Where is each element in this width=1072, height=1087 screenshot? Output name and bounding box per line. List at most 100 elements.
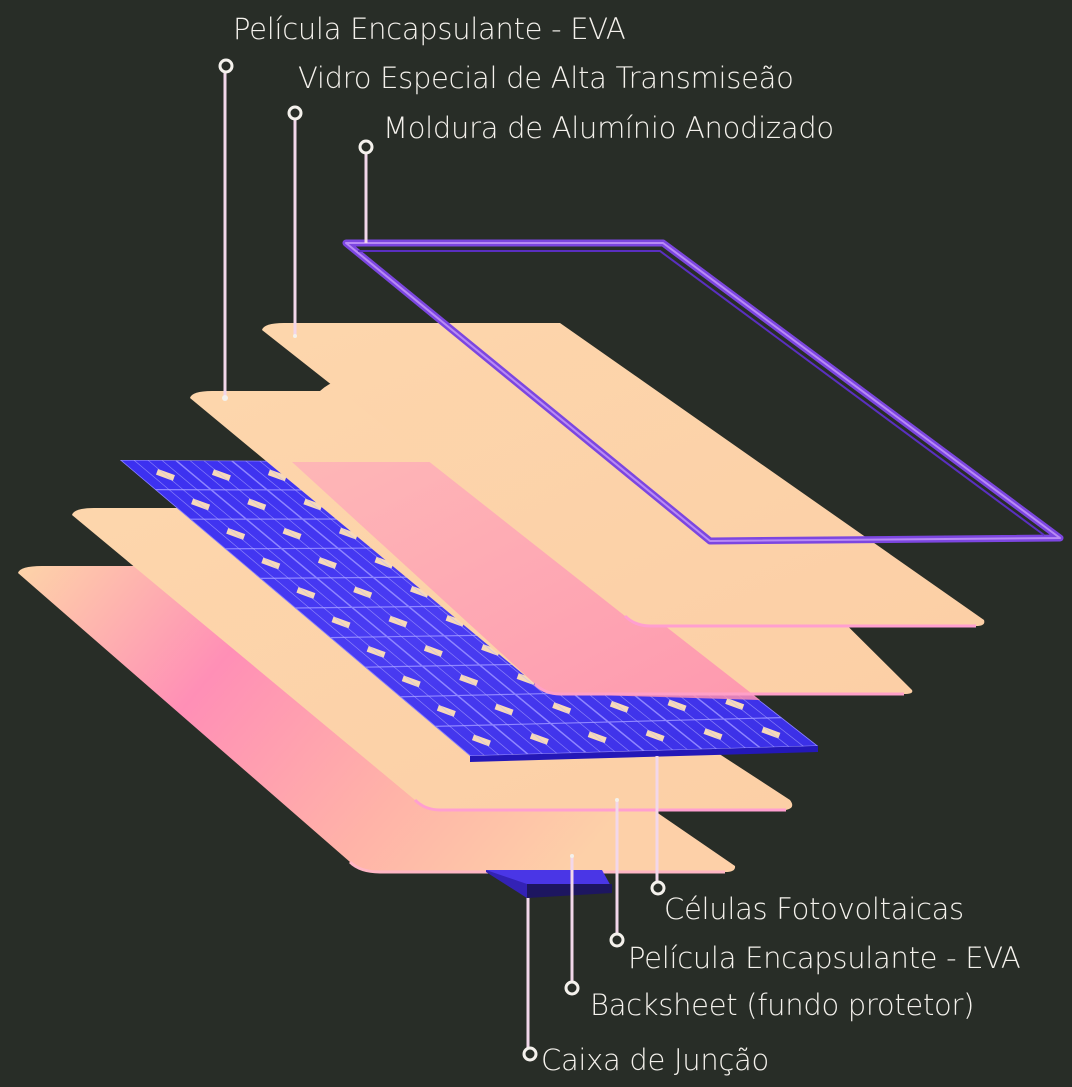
cell-busbar	[231, 518, 268, 549]
junction-box	[486, 870, 612, 898]
cell-busbar	[394, 606, 431, 637]
anchor-dots	[222, 334, 619, 858]
cell-busbar	[637, 720, 674, 751]
cell-busbar	[316, 518, 353, 549]
cell-busbar	[379, 666, 415, 697]
cell-busbar	[133, 460, 170, 490]
cell-busbar	[302, 577, 338, 608]
cell-busbar	[147, 460, 184, 490]
label-glass: Vidro Especial de Alta Transmiseão	[298, 61, 794, 95]
cell-busbar	[507, 724, 543, 755]
cell-busbar	[651, 720, 688, 751]
cell-busbar	[260, 518, 296, 549]
cell-busbar	[622, 721, 659, 751]
cell-busbar	[351, 547, 388, 578]
cell-busbar	[471, 694, 508, 725]
cell-busbar	[295, 548, 332, 579]
cell-busbar	[558, 693, 595, 723]
cell-busbar	[253, 548, 289, 579]
cell-busbar	[500, 694, 537, 725]
cell-busbar	[472, 635, 509, 665]
label-eva-top: Película Encapsulante - EVA	[233, 12, 626, 46]
ring-marker-icon	[564, 980, 580, 996]
cell-busbar	[535, 723, 572, 754]
label-backsheet: Backsheet (fundo protetor)	[590, 988, 975, 1022]
cell-grid-line	[434, 717, 782, 727]
cell-busbar	[493, 664, 530, 695]
cell-busbar	[217, 518, 254, 549]
cell-busbar	[203, 460, 240, 491]
cell-busbar	[238, 489, 275, 520]
ring-marker-icon	[650, 880, 666, 896]
cell-busbar	[422, 606, 459, 636]
cell-busbar	[428, 695, 465, 726]
cell-busbar	[486, 694, 522, 725]
label-cells: Células Fotovoltaicas	[664, 892, 964, 926]
label-frame: Moldura de Alumínio Anodizado	[383, 111, 834, 145]
cell-busbar	[161, 460, 198, 490]
cell-busbar	[415, 636, 452, 666]
ring-marker-icon	[358, 139, 374, 155]
cell-busbar	[407, 666, 444, 697]
cell-busbar	[709, 719, 746, 749]
cell-busbar	[478, 725, 514, 756]
cell-busbar	[203, 518, 240, 550]
cell-busbar	[680, 719, 717, 750]
cell-busbar	[238, 548, 275, 579]
cell-busbar	[196, 489, 233, 520]
cell-busbar	[267, 548, 303, 579]
cell-busbar	[752, 718, 790, 748]
cell-busbar	[436, 665, 473, 696]
cell-busbar	[521, 723, 558, 754]
label-junction-box: Caixa de Junção	[541, 1043, 769, 1077]
ring-marker-icon	[522, 1046, 538, 1062]
cell-busbar	[387, 577, 424, 607]
cell-busbar	[449, 725, 485, 756]
cell-busbar	[294, 489, 331, 520]
cell-busbar	[330, 577, 367, 608]
cell-busbar	[694, 719, 732, 749]
cell-busbar	[224, 489, 261, 520]
cell-busbar	[463, 725, 500, 756]
cell-busbar	[508, 664, 545, 694]
cell-busbar	[372, 636, 409, 667]
cell-busbar	[593, 722, 630, 752]
cell-busbar	[259, 460, 296, 491]
cell-busbar	[365, 547, 402, 578]
ring-marker-icon	[609, 932, 625, 948]
glass-layer	[262, 323, 985, 628]
cell-busbar	[168, 489, 205, 520]
cell-busbar	[323, 548, 360, 578]
cell-busbar	[380, 606, 416, 637]
cell-busbar	[273, 578, 310, 609]
cell-busbar	[429, 635, 466, 666]
cell-busbar	[401, 576, 438, 607]
cell-busbar	[437, 606, 474, 636]
cell-busbar	[344, 637, 380, 668]
cell-busbar	[767, 717, 804, 747]
cell-busbar	[182, 489, 219, 520]
cell-busbar	[365, 606, 402, 637]
cell-busbar	[252, 489, 289, 520]
cell-busbar	[330, 518, 367, 549]
cell-busbar	[323, 607, 359, 638]
cell-busbar	[564, 722, 601, 753]
cell-busbar	[601, 692, 638, 722]
label-eva-bottom: Película Encapsulante - EVA	[628, 941, 1021, 975]
cell-busbar	[280, 489, 317, 520]
cell-busbar	[288, 518, 325, 549]
cell-busbar	[189, 460, 226, 491]
cell-busbar	[359, 577, 395, 608]
cell-busbar	[274, 518, 310, 549]
cell-busbar	[288, 577, 324, 608]
cell-busbar	[217, 460, 254, 491]
cell-busbar	[458, 635, 495, 666]
cell-busbar	[442, 695, 479, 726]
cell-busbar	[309, 607, 345, 638]
cell-busbar	[245, 460, 282, 491]
aluminium-frame	[342, 239, 1064, 545]
callout-markers	[218, 58, 666, 1062]
ring-marker-icon	[218, 58, 234, 74]
leader-lines	[223, 66, 659, 1052]
